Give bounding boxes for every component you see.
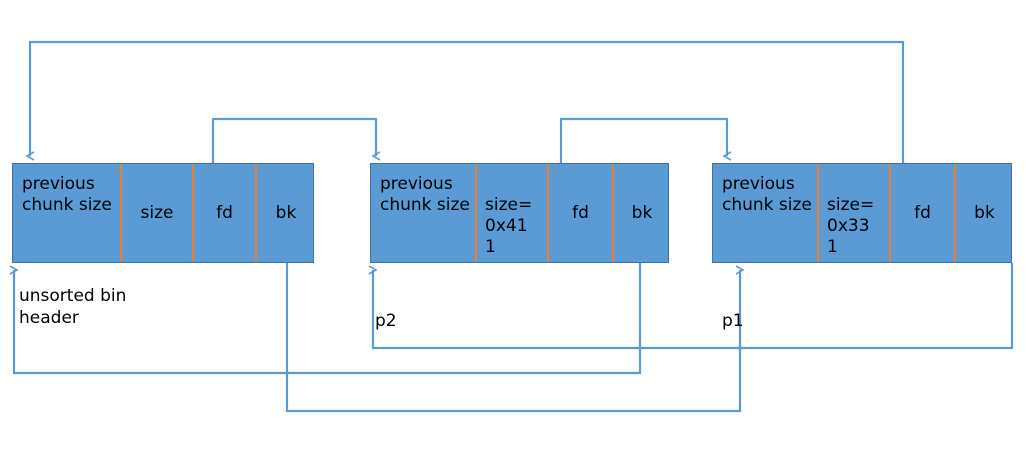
cell-bk: bk bbox=[612, 164, 670, 262]
cell-prev-size: previous chunk size bbox=[22, 174, 112, 215]
cell-fd: fd bbox=[192, 164, 255, 262]
chunk-unsorted-bin-header: previous chunk size size fd bk bbox=[12, 163, 314, 263]
arrow-p1-bk-to-header-top bbox=[25, 40, 905, 163]
cell-size: size bbox=[120, 164, 192, 262]
arrow-p1-fd-to-p2-bottom bbox=[368, 263, 1014, 350]
arrow-header-bk-to-p1 bbox=[285, 263, 745, 413]
cell-bk: bk bbox=[255, 164, 315, 262]
cell-fd: fd bbox=[547, 164, 612, 262]
caption-p2: p2 bbox=[375, 311, 397, 331]
chunk-p2: previous chunk size size= 0x41 1 fd bk bbox=[370, 163, 669, 263]
cell-prev-size: previous chunk size bbox=[722, 174, 812, 215]
chunk-p1: previous chunk size size= 0x33 1 fd bk bbox=[712, 163, 1012, 263]
cell-fd: fd bbox=[889, 164, 954, 262]
caption-p1: p1 bbox=[722, 311, 744, 331]
cell-prev-size: previous chunk size bbox=[380, 174, 470, 215]
cell-bk: bk bbox=[954, 164, 1013, 262]
cell-size: size= 0x41 1 bbox=[475, 164, 547, 262]
cell-size: size= 0x33 1 bbox=[817, 164, 889, 262]
caption-unsorted-bin-header: unsorted bin header bbox=[19, 286, 127, 328]
arrow-p2-bk-to-header bbox=[9, 263, 642, 375]
